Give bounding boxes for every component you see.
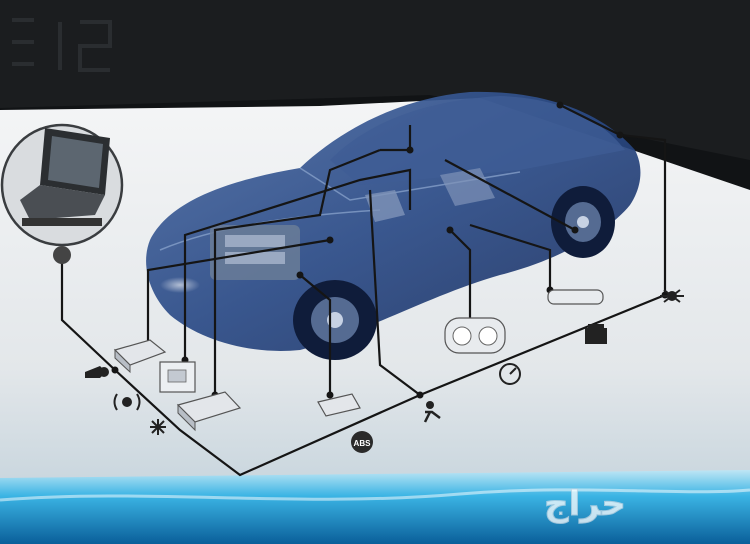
sound-wave-icon [113,393,141,411]
key-icon [85,366,109,378]
car-roof-glass [330,96,625,185]
faint-logo-mark [12,18,112,72]
water-banner [0,470,750,544]
front-wheel [293,280,377,360]
network-icon [660,289,684,303]
rear-seat [440,168,495,206]
headlight [160,277,200,293]
module-icon [159,361,196,393]
climate-control-panel [547,289,604,305]
water-highlight [0,488,750,502]
watermark-text: حراج [544,484,626,524]
snowflake-icon [150,419,166,435]
haraj-watermark: حراج [544,484,627,525]
laptop-icon [0,123,124,264]
abs-icon: ABS [351,431,373,453]
airbag-icon [423,401,441,423]
battery-icon [585,324,607,344]
gauge-icon [444,317,521,385]
car-illustration [146,91,641,360]
ecu-module-icon [113,339,167,374]
ecu-module-icon-2 [176,391,242,432]
front-seat [365,190,405,222]
abs-module [317,393,361,417]
abs-label: ABS [354,439,372,448]
